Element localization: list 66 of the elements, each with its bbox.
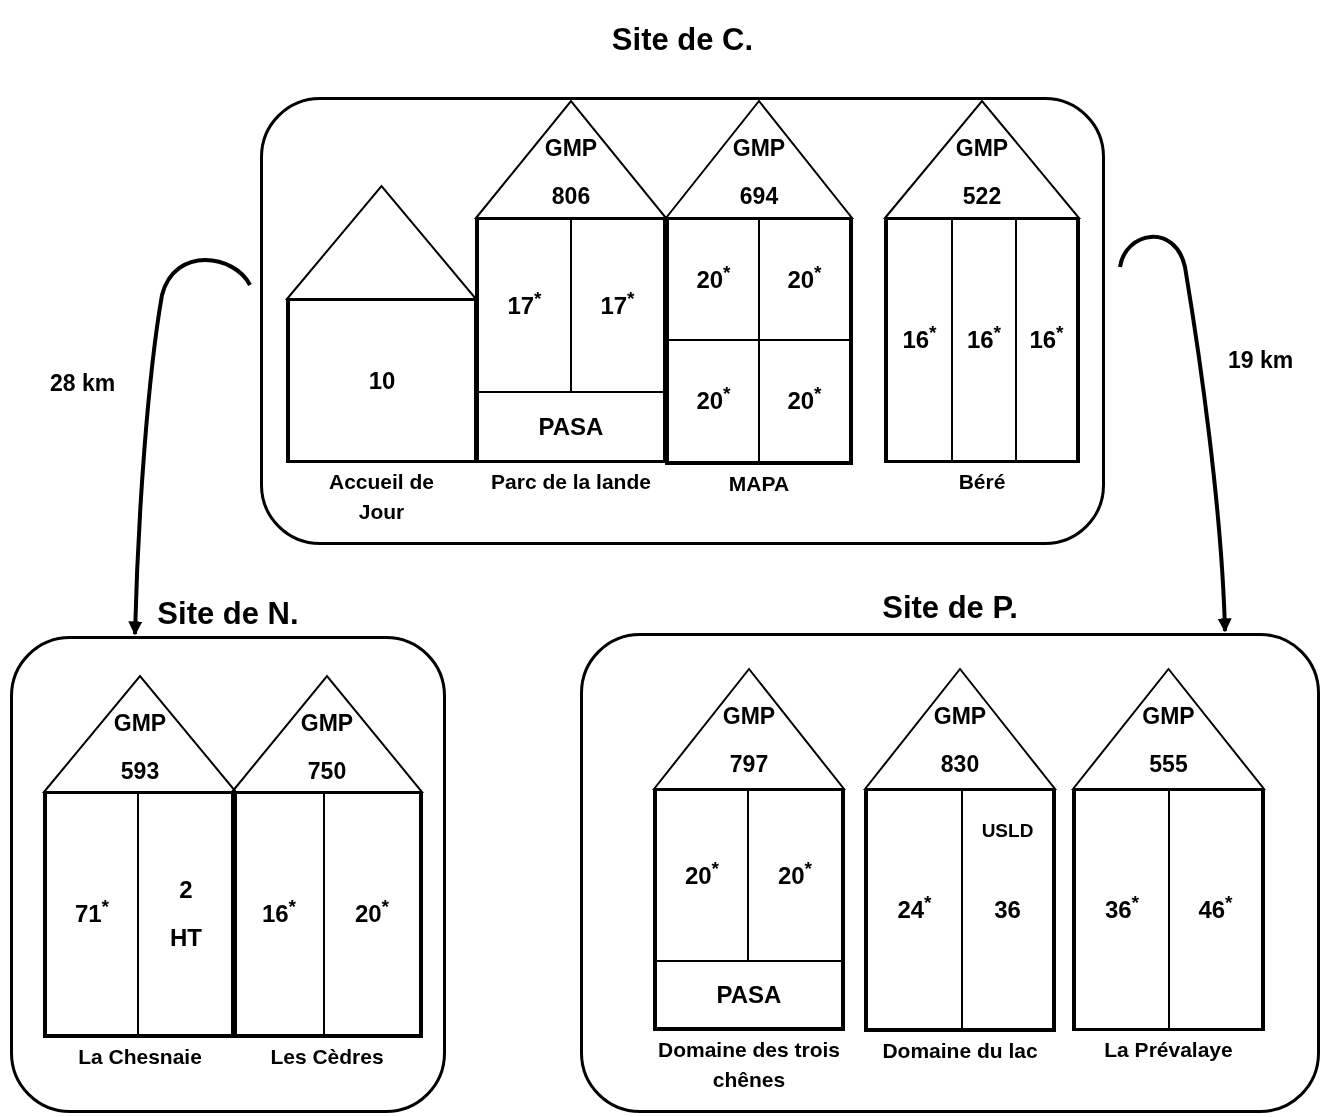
capacity-label: 17$^{*}$ [600, 286, 635, 321]
unit-cell [477, 218, 572, 393]
capacity-label: 20$^{*}$ [696, 382, 731, 416]
unit-cell [1074, 789, 1170, 1030]
building-name: Les Cèdres [269, 1044, 385, 1070]
unit-cell [655, 789, 749, 962]
roof-label: GMP 750 [299, 709, 355, 786]
capacity-label: USLD [980, 819, 1035, 843]
roof-label: GMP 593 [112, 709, 168, 786]
capacity-label: PASA [716, 979, 782, 1010]
building-name: Domaine du lac [881, 1038, 1039, 1064]
building-name: La Prévalaye [1103, 1037, 1234, 1063]
unit-cell [747, 789, 843, 962]
capacity-label: 20$^{*}$ [684, 856, 720, 891]
roof-label: GMP 830 [932, 702, 988, 779]
roof-label: GMP 522 [954, 134, 1010, 211]
building-name: Béré [957, 469, 1007, 495]
roof-label: GMP 797 [721, 702, 777, 779]
unit-cell [45, 792, 139, 1036]
building-name: La Chesnaie [77, 1044, 203, 1070]
unit-cell [1168, 789, 1263, 1030]
unit-cell [288, 299, 476, 462]
unit-cell [667, 218, 760, 341]
unit-cell [477, 391, 665, 462]
roof-label: GMP 806 [543, 134, 599, 211]
capacity-label: 16$^{*}$ [1029, 321, 1064, 355]
unit-cell [667, 339, 760, 463]
capacity-label: 16$^{*}$ [261, 895, 297, 929]
building-name: Accueil de Jour [327, 469, 435, 525]
capacity-label: 20$^{*}$ [696, 260, 731, 295]
site-title: Site de C. [611, 22, 754, 58]
capacity-label: 20$^{*}$ [354, 895, 390, 929]
unit-cell [323, 792, 421, 1036]
curved-arrow [128, 258, 252, 636]
unit-cell [886, 218, 953, 462]
capacity-label: 20$^{*}$ [777, 856, 813, 891]
capacity-label: 46$^{*}$ [1198, 890, 1233, 925]
capacity-label: 36 [994, 894, 1021, 925]
unit-cell [758, 339, 851, 463]
site-title: Site de P. [882, 590, 1018, 626]
capacity-label: 24$^{*}$ [897, 890, 932, 925]
site-title: Site de N. [157, 596, 299, 632]
unit-cell [961, 789, 1054, 1030]
unit-cell [951, 218, 1017, 462]
capacity-label: 36$^{*}$ [1104, 890, 1140, 925]
unit-cell [570, 218, 665, 393]
capacity-label: 16$^{*}$ [902, 321, 937, 355]
building-name: Parc de la lande [490, 469, 652, 495]
roof-label: GMP 555 [1141, 702, 1196, 779]
unit-cell [866, 789, 963, 1030]
capacity-label: 10 [368, 365, 396, 396]
building-name: Domaine des trois chênes [656, 1037, 842, 1093]
capacity-label: PASA [538, 411, 604, 442]
capacity-label: 2 [179, 875, 193, 905]
capacity-label: 20$^{*}$ [787, 260, 822, 295]
capacity-label: 71$^{*}$ [74, 895, 110, 929]
curved-arrow [1118, 235, 1232, 633]
capacity-label: HT [170, 923, 202, 953]
capacity-label: 16$^{*}$ [966, 321, 1002, 355]
unit-cell [1015, 218, 1078, 462]
unit-cell [758, 218, 851, 341]
unit-cell [655, 960, 843, 1029]
roof-label: GMP 694 [731, 134, 787, 211]
building-name: MAPA [727, 471, 791, 497]
capacity-label: 17$^{*}$ [507, 286, 542, 321]
capacity-label: 20$^{*}$ [787, 382, 822, 416]
